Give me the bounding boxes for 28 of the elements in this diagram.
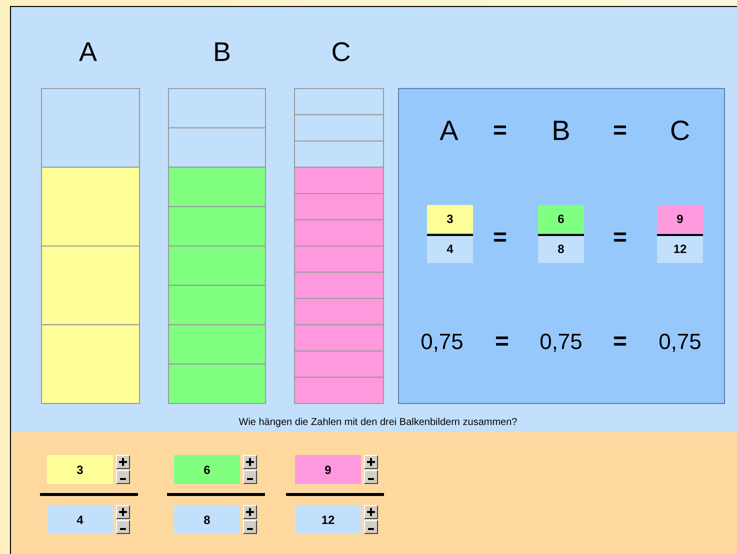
decimal-value: 0,75 bbox=[540, 329, 582, 355]
denominator-value: 12 bbox=[321, 513, 335, 527]
column-heading: A bbox=[78, 36, 97, 68]
equals-sign: = bbox=[612, 117, 627, 145]
equals-sign: = bbox=[612, 328, 627, 356]
numerator-value: 3 bbox=[76, 463, 84, 477]
numerator: 9 bbox=[676, 212, 684, 226]
numerator-value: 6 bbox=[204, 463, 210, 477]
numerator: 3 bbox=[446, 212, 454, 226]
column-heading: C bbox=[331, 36, 351, 68]
decimal-value: 0,75 bbox=[658, 329, 702, 355]
question-text: Wie hängen die Zahlen mit den drei Balkenbildern zusammen? bbox=[238, 416, 518, 428]
denominator: 4 bbox=[446, 242, 454, 256]
variable-label: C bbox=[670, 115, 690, 147]
equals-sign: = bbox=[612, 224, 627, 252]
denominator: 8 bbox=[558, 242, 564, 256]
denominator-value: 8 bbox=[204, 513, 210, 527]
denominator: 12 bbox=[673, 242, 687, 256]
equals-sign: = bbox=[492, 224, 507, 252]
numerator: 6 bbox=[558, 212, 564, 226]
variable-label: B bbox=[552, 115, 570, 147]
equals-sign: = bbox=[494, 328, 509, 356]
equals-sign: = bbox=[492, 117, 507, 145]
variable-label: A bbox=[440, 115, 458, 147]
decimal-value: 0,75 bbox=[420, 329, 464, 355]
denominator-value: 4 bbox=[76, 513, 84, 527]
numerator-value: 9 bbox=[324, 463, 332, 477]
column-heading: B bbox=[212, 36, 231, 68]
